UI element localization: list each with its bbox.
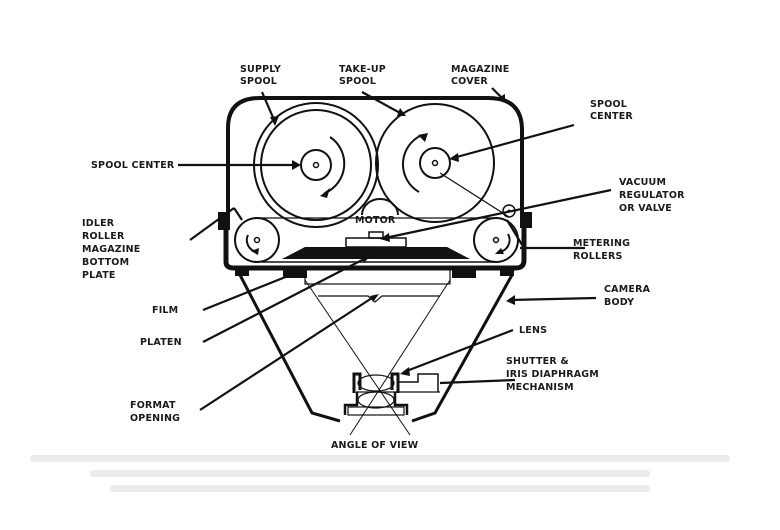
svg-text:VACUUM: VACUUM xyxy=(619,177,666,188)
film-path-takeup xyxy=(439,172,510,218)
svg-text:IRIS DIAPHRAGM: IRIS DIAPHRAGM xyxy=(506,369,599,380)
platen xyxy=(282,247,470,259)
lens xyxy=(343,372,440,416)
svg-text:CENTER: CENTER xyxy=(590,111,633,122)
svg-text:COVER: COVER xyxy=(451,76,488,87)
svg-text:FORMAT: FORMAT xyxy=(130,400,176,411)
svg-text:ROLLERS: ROLLERS xyxy=(573,251,623,262)
svg-text:MAGAZINE: MAGAZINE xyxy=(451,64,509,75)
svg-text:BODY: BODY xyxy=(604,297,634,308)
label-metering-rollers: METERING ROLLERS xyxy=(573,238,630,262)
motor-housing xyxy=(345,237,407,248)
label-supply-spool: SUPPLY SPOOL xyxy=(240,64,281,87)
label-platen: PLATEN xyxy=(140,337,182,348)
metering-roller xyxy=(473,217,519,263)
label-magazine-cover: MAGAZINE COVER xyxy=(451,64,509,87)
shutter-mechanism xyxy=(398,373,439,392)
bottom-block-right xyxy=(452,266,476,278)
arrowheads xyxy=(270,94,515,376)
bottom-foot-right xyxy=(500,266,514,276)
svg-text:SPOOL: SPOOL xyxy=(590,99,627,110)
label-film: FILM xyxy=(152,305,178,316)
label-spool-center-right: SPOOL CENTER xyxy=(590,99,633,122)
leader-lines xyxy=(178,87,612,411)
label-vacuum-regulator: VACUUM REGULATOR OR VALVE xyxy=(619,177,685,214)
rotation-arrow-icon xyxy=(401,134,423,193)
svg-text:ROLLER: ROLLER xyxy=(82,231,125,242)
label-lens: LENS xyxy=(519,325,547,336)
svg-text:SUPPLY: SUPPLY xyxy=(240,64,281,75)
svg-text:SHUTTER &: SHUTTER & xyxy=(506,356,569,367)
angle-of-view-line xyxy=(349,279,451,436)
rotation-arrow-icon xyxy=(324,136,346,194)
svg-text:SPOOL: SPOOL xyxy=(339,76,376,87)
faded-caption xyxy=(30,455,730,492)
svg-text:CAMERA: CAMERA xyxy=(604,284,651,295)
label-spool-center-left: SPOOL CENTER xyxy=(91,160,175,171)
svg-text:BOTTOM: BOTTOM xyxy=(82,257,129,268)
svg-text:PLATE: PLATE xyxy=(82,270,116,281)
svg-text:SPOOL: SPOOL xyxy=(240,76,277,87)
take-up-spool xyxy=(375,103,495,223)
camera-body xyxy=(238,274,514,423)
svg-text:IDLER: IDLER xyxy=(82,218,115,229)
label-format-opening: FORMAT OPENING xyxy=(130,400,180,424)
svg-text:OR VALVE: OR VALVE xyxy=(619,203,672,214)
angle-of-view-line xyxy=(304,279,411,436)
label-idler-roller: IDLER ROLLER MAGAZINE BOTTOM PLATE xyxy=(82,218,140,281)
format-opening xyxy=(304,267,451,285)
svg-text:MECHANISM: MECHANISM xyxy=(506,382,574,393)
motor-arc xyxy=(361,198,399,216)
label-take-up-spool: TAKE-UP SPOOL xyxy=(339,64,386,87)
bottom-foot-left xyxy=(235,266,249,276)
svg-text:REGULATOR: REGULATOR xyxy=(619,190,685,201)
label-angle-of-view: ANGLE OF VIEW xyxy=(331,440,419,451)
label-camera-body: CAMERA BODY xyxy=(604,284,651,308)
right-latch xyxy=(520,212,532,228)
svg-text:OPENING: OPENING xyxy=(130,413,180,424)
idler-roller xyxy=(234,217,280,263)
motor-shaft xyxy=(368,231,384,239)
label-shutter: SHUTTER & IRIS DIAPHRAGM MECHANISM xyxy=(506,356,599,393)
svg-text:METERING: METERING xyxy=(573,238,630,249)
svg-text:MAGAZINE: MAGAZINE xyxy=(82,244,140,255)
svg-text:TAKE-UP: TAKE-UP xyxy=(339,64,386,75)
label-motor: MOTOR xyxy=(355,215,396,226)
